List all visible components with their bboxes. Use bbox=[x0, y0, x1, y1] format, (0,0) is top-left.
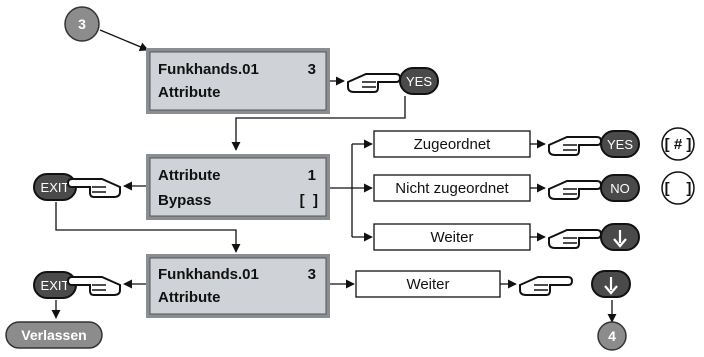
svg-text:YES: YES bbox=[406, 74, 432, 89]
option-not-assigned: Nicht zugeordnet bbox=[373, 174, 531, 202]
step-3-marker: 3 bbox=[64, 6, 100, 42]
lcd3-line2: Attribute bbox=[158, 289, 221, 306]
lcd-display-3: Funkhands.01 3 Attribute bbox=[146, 254, 330, 318]
lcd1-line2: Attribute bbox=[158, 84, 221, 101]
lcd-display-2: Attribute 1 Bypass [ ] bbox=[146, 154, 330, 220]
connector-lines bbox=[51, 29, 617, 323]
exit-key-2: EXIT bbox=[33, 271, 121, 299]
svg-text:EXIT: EXIT bbox=[41, 278, 70, 293]
lcd2-line1: Attribute bbox=[158, 167, 221, 184]
step-4-label: 4 bbox=[608, 328, 616, 344]
yes-key-2: YES bbox=[548, 130, 640, 158]
svg-text:Weiter: Weiter bbox=[430, 229, 473, 246]
svg-text:YES: YES bbox=[607, 137, 633, 152]
svg-text:EXIT: EXIT bbox=[41, 180, 70, 195]
svg-text:Weiter: Weiter bbox=[406, 276, 449, 293]
lcd-display-1: Funkhands.01 3 Attribute bbox=[146, 48, 330, 114]
down-key-1 bbox=[548, 223, 640, 251]
down-arrow-icon bbox=[613, 230, 627, 248]
indicator-assigned: [ # ] bbox=[661, 127, 695, 161]
step-4-marker: 4 bbox=[597, 321, 627, 351]
lcd3-value1: 3 bbox=[308, 266, 316, 283]
down-arrow-icon bbox=[604, 277, 618, 295]
no-key: NO bbox=[548, 174, 640, 202]
exit-label: Verlassen bbox=[21, 327, 86, 343]
lcd3-line1: Funkhands.01 bbox=[158, 266, 259, 283]
svg-text:[ ]: [ ] bbox=[665, 180, 692, 197]
lcd2-value2: [ ] bbox=[300, 192, 318, 209]
option-next: Weiter bbox=[373, 223, 531, 251]
svg-text:Zugeordnet: Zugeordnet bbox=[414, 136, 492, 153]
lcd2-value1: 1 bbox=[308, 167, 316, 184]
indicator-not-assigned: [ ] bbox=[661, 171, 695, 205]
lcd2-line2: Bypass bbox=[158, 192, 211, 209]
lcd1-value1: 3 bbox=[308, 61, 316, 78]
exit-key-1: EXIT bbox=[33, 173, 121, 201]
lcd1-line1: Funkhands.01 bbox=[158, 61, 259, 78]
step-3-label: 3 bbox=[78, 16, 86, 32]
yes-key-1: YES bbox=[347, 67, 439, 95]
exit-label-badge: Verlassen bbox=[5, 321, 103, 349]
svg-text:NO: NO bbox=[610, 181, 630, 196]
svg-text:[ # ]: [ # ] bbox=[665, 136, 692, 153]
option-assigned: Zugeordnet bbox=[373, 130, 531, 158]
option-next-2: Weiter bbox=[355, 270, 501, 298]
svg-text:Nicht zugeordnet: Nicht zugeordnet bbox=[395, 180, 509, 197]
down-key-2 bbox=[519, 270, 631, 298]
